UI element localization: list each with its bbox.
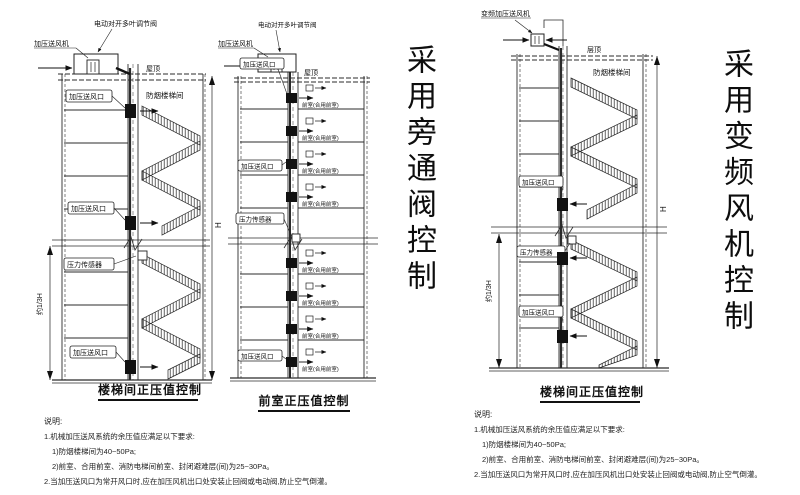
air-outlet-bottom: 加压送风口 — [237, 349, 287, 362]
note-line: 2.当加压送风口为常开风口时,应在加压风机出口处安装止回阀或电动阀,防止空气倒灌… — [44, 477, 332, 486]
diagram2-caption: 前室正压值控制 — [258, 392, 350, 412]
dim-h-label: H — [214, 222, 223, 228]
floor-module: 前室(合用前室) — [286, 282, 339, 307]
air-outlet-mid: 加压送风口 — [237, 159, 287, 172]
damper-label: 电动对开多叶调节阀 — [94, 19, 157, 28]
roof-label: 层顶 — [587, 46, 601, 54]
air-outlet-label: 加压送风口 — [241, 352, 274, 361]
air-outlet-label: 加压送风口 — [71, 204, 106, 213]
note-line: 2.当加压送风口为常开风口时,应在加压风机出口处安装止回阀或电动阀,防止空气倒灌… — [474, 470, 762, 479]
air-outlet-label: 加压送风口 — [73, 348, 108, 357]
diagram1-caption: 楼梯间正压值控制 — [98, 381, 201, 401]
room-label: 前室(合用前室) — [302, 134, 339, 142]
bypass-control-caption: 采用旁通阀控制 — [402, 44, 435, 296]
room-label: 前室(合用前室) — [302, 200, 339, 208]
dim-third-label: 约1/3H — [484, 280, 493, 302]
air-outlet-label: 加压送风口 — [69, 92, 104, 101]
air-outlet-top: 加压送风口 — [239, 57, 288, 95]
dim-third-label: 约1/3H — [35, 293, 44, 315]
fan-label: 变频加压送风机 — [481, 9, 530, 18]
air-outlet-top: 加压送风口 — [65, 89, 159, 118]
stairwell-label: 防烟楼梯间 — [146, 90, 184, 100]
floor-module: 前室(合用前室) — [286, 348, 339, 373]
diagram-anteroom-bypass: 加压送风机 电动对开多叶调节阀 屋顶 前室(合用前室) 前室(合用前室) — [218, 10, 390, 390]
diagram-stairwell-vfd: 变频加压送风机 层顶 防烟楼梯间 加压送风口 压力传感器 — [475, 0, 715, 378]
pressure-sensor-label: 压力传感器 — [67, 260, 102, 269]
floor-module: 前室(合用前室) — [286, 84, 339, 109]
stairs — [570, 77, 638, 369]
stairs — [141, 105, 201, 380]
room-label: 前室(合用前室) — [302, 101, 339, 109]
air-outlet-top: 加压送风口 — [518, 175, 587, 211]
pressurization-fan: 加压送风机 电动对开多叶调节阀 — [34, 19, 157, 76]
damper-label: 电动对开多叶调节阀 — [258, 20, 317, 29]
notes-heading: 说明: — [474, 410, 493, 419]
vfd-control-caption: 采用变频风机控制 — [719, 48, 752, 336]
room-label: 前室(合用前室) — [302, 365, 339, 373]
note-line: 2)前室、合用前室、消防电梯间前室、封闭避难层(间)为25~30Pa。 — [482, 455, 704, 464]
roof-label: 屋顶 — [304, 69, 318, 77]
pressure-sensor-label: 压力传感器 — [520, 248, 553, 257]
diagram-stairwell-bypass: 加压送风机 电动对开多叶调节阀 屋顶 防烟楼梯间 加压送风口 加压送风口 — [28, 10, 226, 386]
dimension-height: H — [654, 56, 668, 368]
fan-label: 加压送风机 — [34, 39, 69, 48]
note-line: 1)防烟楼梯间为40~50Pa; — [482, 440, 566, 449]
anteroom-floors: 前室(合用前室) 前室(合用前室) 前室(合用前室) 前室(合用前室) — [286, 84, 339, 373]
room-label: 前室(合用前室) — [302, 167, 339, 175]
dimension-height: H — [209, 76, 223, 380]
pressure-sensor: 压力传感器 — [63, 250, 148, 271]
vfd-pressurization-fan: 变频加压送风机 — [481, 9, 567, 52]
dim-h-label: H — [659, 206, 668, 212]
notes-left: 说明: 1.机械加压送风系统的余压值应满足以下要求: 1)防烟楼梯间为40~50… — [44, 414, 332, 489]
air-outlet-label: 加压送风口 — [522, 308, 555, 317]
air-outlet-bottom: 加压送风口 — [518, 305, 587, 343]
air-outlet-label: 加压送风口 — [522, 178, 555, 187]
pressure-sensor: 压力传感器 — [516, 235, 587, 265]
roof-label: 屋顶 — [146, 65, 160, 73]
dimension-one-third: 约1/3H — [484, 234, 502, 368]
floor-module: 前室(合用前室) — [286, 117, 339, 142]
air-outlet-mid: 加压送风口 — [67, 201, 159, 230]
air-outlet-bottom: 加压送风口 — [69, 345, 159, 374]
floor-module: 前室(合用前室) — [286, 315, 339, 340]
room-label: 前室(合用前室) — [302, 299, 339, 307]
note-line: 2)前室、合用前室、消防电梯间前室、封闭避难层(间)为25~30Pa。 — [52, 462, 274, 471]
air-outlet-label: 加压送风口 — [243, 60, 276, 69]
pressure-sensor: 压力传感器 — [235, 212, 301, 243]
note-line: 1.机械加压送风系统的余压值应满足以下要求: — [44, 432, 195, 441]
stairwell-label: 防烟楼梯间 — [593, 67, 631, 77]
floor-module: 前室(合用前室) — [286, 249, 339, 274]
diagram3-caption: 楼梯间正压值控制 — [540, 383, 643, 403]
room-label: 前室(合用前室) — [302, 266, 339, 274]
room-label: 前室(合用前室) — [302, 332, 339, 340]
notes-right: 说明: 1.机械加压送风系统的余压值应满足以下要求: 1)防烟楼梯间为40~50… — [474, 407, 762, 482]
floor-module: 前室(合用前室) — [286, 183, 339, 208]
air-outlet-label: 加压送风口 — [241, 162, 274, 171]
floor-module: 前室(合用前室) — [286, 150, 339, 175]
fan-label: 加压送风机 — [218, 39, 253, 48]
pressure-sensor-label: 压力传感器 — [239, 215, 272, 224]
note-line: 1)防烟楼梯间为40~50Pa; — [52, 447, 136, 456]
note-line: 1.机械加压送风系统的余压值应满足以下要求: — [474, 425, 625, 434]
dimension-one-third: 约1/3H — [35, 246, 53, 380]
notes-heading: 说明: — [44, 417, 63, 426]
